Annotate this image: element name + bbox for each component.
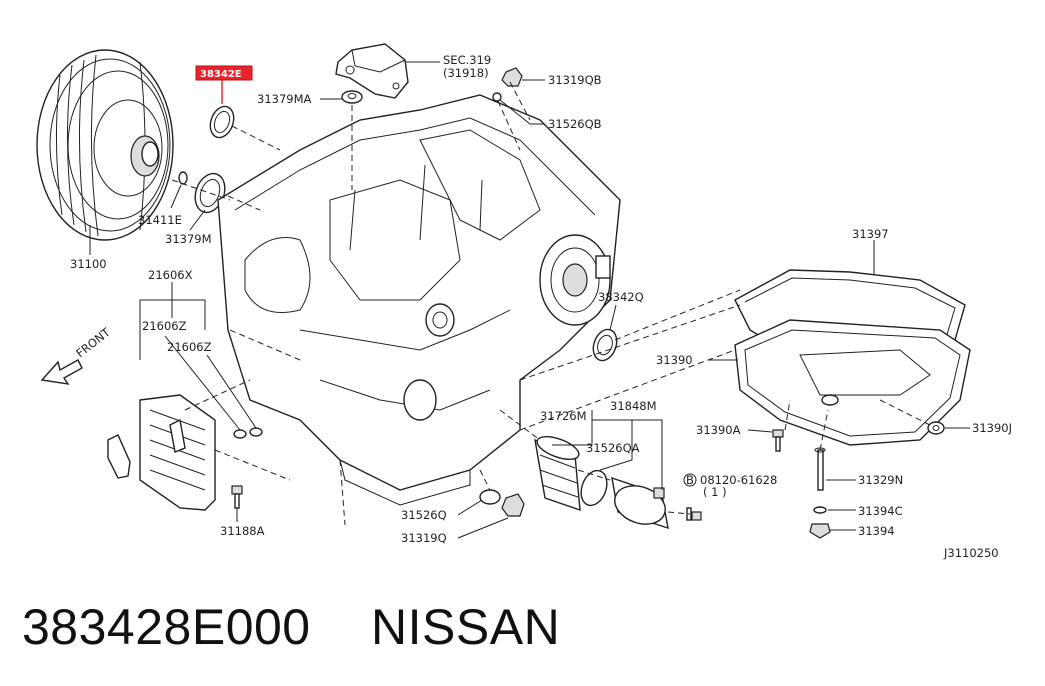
bolt-31390a	[772, 429, 784, 452]
label-31526qb: 31526QB	[548, 117, 602, 131]
oring-31526q	[479, 489, 501, 505]
label-31394c: 31394C	[858, 504, 903, 518]
washer-31379ma	[320, 90, 363, 104]
plug-31319q	[501, 493, 525, 517]
bolt-31188a	[231, 485, 243, 522]
plug-31319qb	[501, 67, 545, 87]
label-31526qa: 31526QA	[586, 441, 640, 455]
label-sec319: SEC.319	[443, 53, 491, 67]
plug-31394	[809, 523, 831, 539]
oring-31526qa	[580, 469, 608, 507]
front-arrow-icon	[40, 359, 83, 385]
label-31726m: 31726M	[540, 409, 587, 423]
highlight-label-box: 38342E	[195, 65, 253, 104]
reference-code: J3110250	[943, 546, 999, 560]
oring-31411e	[178, 171, 188, 185]
label-08120-qty: ( 1 )	[703, 485, 727, 499]
oil-cooler	[107, 379, 291, 511]
label-31526q: 31526Q	[401, 508, 447, 522]
label-21606x: 21606X	[148, 268, 193, 282]
label-31390: 31390	[656, 353, 693, 367]
front-label: FRONT	[73, 325, 113, 361]
label-31390j: 31390J	[972, 421, 1012, 435]
label-08120: 08120-61628	[700, 473, 777, 487]
oring-31526qb	[492, 92, 545, 125]
seal-38342q	[592, 328, 618, 362]
label-31379ma: 31379MA	[257, 92, 312, 106]
transmission-case	[217, 94, 621, 506]
part-number: 383428E000	[22, 599, 311, 655]
label-21606z-a: 21606Z	[142, 319, 187, 333]
label-31379m: 31379M	[165, 232, 212, 246]
caption: 383428E000 NISSAN	[22, 598, 560, 656]
torque-converter	[36, 49, 174, 255]
brand-name: NISSAN	[371, 599, 561, 655]
label-31100: 31100	[70, 257, 107, 271]
label-31397: 31397	[852, 227, 889, 241]
label-31411e: 31411E	[138, 213, 182, 227]
label-38342q: 38342Q	[598, 290, 644, 304]
label-31848m: 31848M	[610, 399, 657, 413]
label-21606z-b: 21606Z	[167, 340, 212, 354]
oil-pan-31390	[734, 319, 971, 446]
label-31319q: 31319Q	[401, 531, 447, 545]
filter-31726m	[534, 435, 581, 512]
bolt-marker: B	[686, 473, 694, 487]
label-31390a: 31390A	[696, 423, 741, 437]
label-sec319-sub: (31918)	[443, 66, 489, 80]
washer-31394c	[813, 506, 827, 514]
orings-21606z	[233, 427, 263, 439]
label-31319qb: 31319QB	[548, 73, 602, 87]
bolt-31329n	[814, 447, 826, 491]
label-31329n: 31329N	[858, 473, 903, 487]
highlight-label: 38342E	[200, 69, 242, 80]
drain-plug-31390j	[927, 421, 945, 435]
label-31188a: 31188A	[220, 524, 265, 538]
sensor-sec319	[335, 43, 440, 99]
cover-31848m	[611, 476, 669, 530]
seal-31379ma	[209, 105, 235, 139]
label-31394: 31394	[858, 524, 895, 538]
